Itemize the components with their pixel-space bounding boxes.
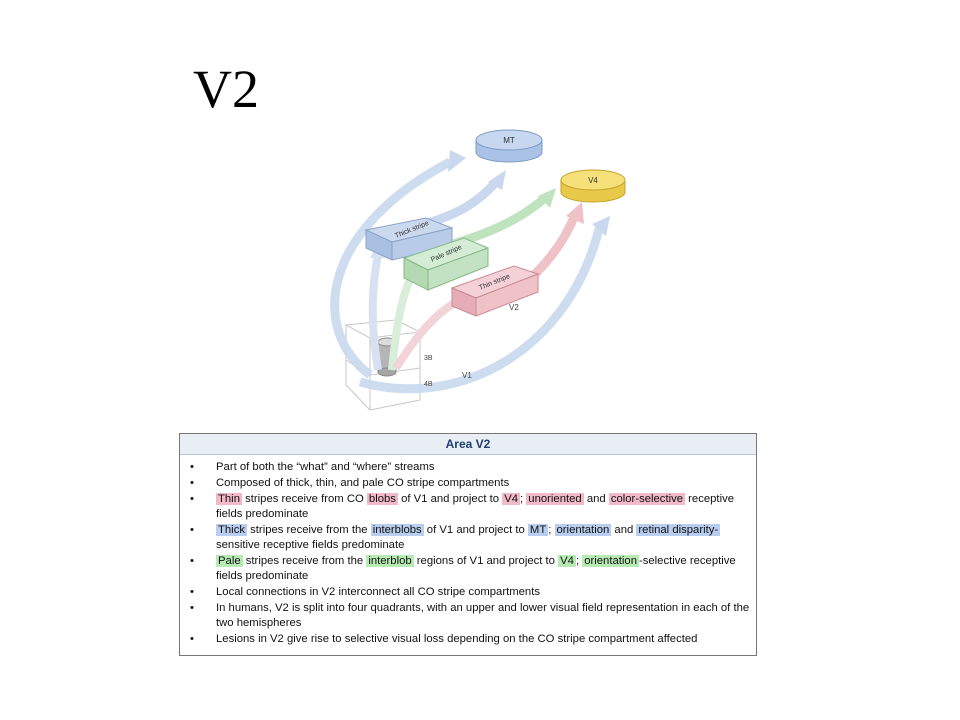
bullet-item: Thick stripes receive from the interblob… xyxy=(190,523,750,553)
mt-area: MT xyxy=(475,129,543,163)
bullet-text: and xyxy=(583,493,609,505)
highlighted-term: Pale xyxy=(216,555,243,567)
bullet-text: receptive fields predominate xyxy=(216,493,735,520)
bullet-item: In humans, V2 is split into four quadran… xyxy=(190,601,750,631)
highlighted-term: interblob xyxy=(366,555,414,567)
bullet-text: -selective receptive fields predominate xyxy=(216,555,736,582)
bullet-text: ; xyxy=(520,493,527,505)
bullet-item: Local connections in V2 interconnect all… xyxy=(190,585,750,600)
bullet-text: stripes receive from the xyxy=(247,524,371,536)
svg-text:MT: MT xyxy=(503,136,515,145)
bullet-text: Composed of thick, thin, and pale CO str… xyxy=(216,477,510,489)
v1-to-pale-arrow xyxy=(388,273,416,371)
bullet-text: Lesions in V2 give rise to selective vis… xyxy=(216,633,698,645)
thick-to-mt-arrow xyxy=(418,178,500,230)
highlighted-term: orientation xyxy=(554,524,612,536)
area-v2-summary-box: Area V2 Part of both the “what” and “whe… xyxy=(179,433,757,656)
highlighted-term: Thick xyxy=(216,524,247,536)
v2-label: V2 xyxy=(509,303,519,312)
highlighted-term: V4 xyxy=(502,493,521,505)
bullet-item: Lesions in V2 give rise to selective vis… xyxy=(190,632,750,647)
v1-label: V1 xyxy=(462,371,472,380)
bullet-item: Composed of thick, thin, and pale CO str… xyxy=(190,476,750,491)
arrowhead xyxy=(592,216,610,236)
bullet-text: In humans, V2 is split into four quadran… xyxy=(216,602,750,629)
bullet-item: Thin stripes receive from CO blobs of V1… xyxy=(190,492,750,522)
facts-list: Part of both the “what” and “where” stre… xyxy=(190,460,750,648)
highlighted-term: unoriented xyxy=(526,493,584,505)
arrowhead xyxy=(448,150,466,172)
bullet-text: of V1 and project to xyxy=(397,493,503,505)
arrowhead xyxy=(538,188,556,208)
highlighted-term: interblobs xyxy=(370,524,424,536)
bullet-text: ; xyxy=(548,524,555,536)
highlighted-term: V4 xyxy=(558,555,576,567)
bullet-item: Pale stripes receive from the interblob … xyxy=(190,554,750,584)
v2-stripes-diagram: MT V4 Thick stripe Pale stripe Thin stri… xyxy=(330,129,626,411)
layer-3b-label: 3B xyxy=(424,355,433,362)
highlighted-term: retinal disparity- xyxy=(636,524,721,536)
bullet-text: and xyxy=(611,524,637,536)
highlighted-term: MT xyxy=(527,524,549,536)
layer-4b-label: 4B xyxy=(424,381,433,388)
bullet-text: sensitive receptive fields predominate xyxy=(216,539,405,551)
bullet-text: of V1 and project to xyxy=(423,524,528,536)
v1-to-mt-arrow xyxy=(330,158,453,379)
bullet-text: stripes receive from CO xyxy=(241,493,367,505)
bullet-text: Part of both the “what” and “where” stre… xyxy=(216,461,435,473)
highlighted-term: orientation xyxy=(582,555,639,567)
slide-title: V2 xyxy=(193,59,259,119)
bullet-text: Local connections in V2 interconnect all… xyxy=(216,586,541,598)
arrowhead xyxy=(488,170,506,190)
svg-text:V4: V4 xyxy=(588,176,598,185)
v4-area: V4 xyxy=(560,169,626,203)
bullet-text: regions of V1 and project to xyxy=(413,555,559,567)
v1-to-v4-arrow xyxy=(358,223,605,394)
thin-stripe: Thin stripe xyxy=(450,265,540,317)
arrowhead xyxy=(566,202,584,224)
highlighted-term: Thin xyxy=(216,493,242,505)
v1-to-thick-arrow xyxy=(368,254,382,371)
box-heading: Area V2 xyxy=(180,434,756,455)
bullet-text: stripes receive from the xyxy=(242,555,367,567)
thick-stripe: Thick stripe xyxy=(364,217,454,261)
bullet-text: ; xyxy=(575,555,583,567)
highlighted-term: blobs xyxy=(366,493,398,505)
highlighted-term: color-selective xyxy=(608,493,686,505)
bullet-item: Part of both the “what” and “where” stre… xyxy=(190,460,750,475)
pale-stripe: Pale stripe xyxy=(402,237,490,291)
